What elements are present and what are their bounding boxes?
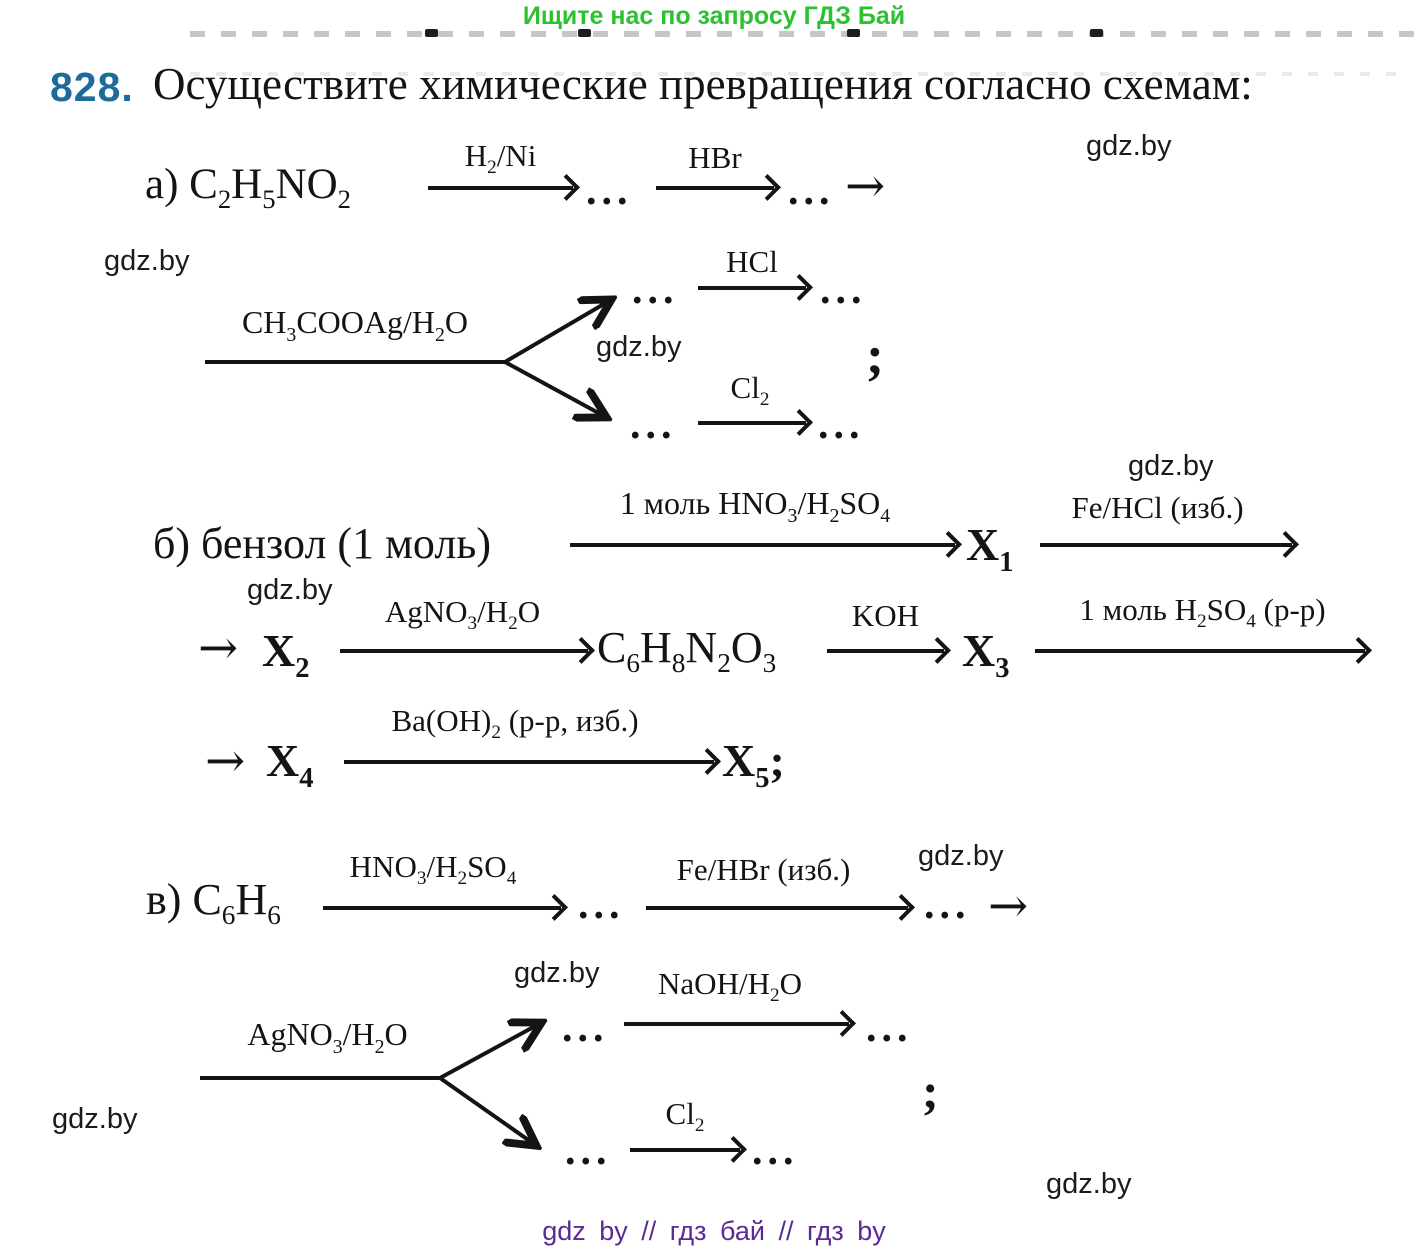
scheme-a-branch-top-arrow xyxy=(698,286,806,290)
scheme-b-start: б) бензол (1 моль) xyxy=(153,518,491,569)
problem-number: 828. xyxy=(50,64,134,110)
scan-artifact-mark xyxy=(1090,29,1103,37)
scheme-v-step2-arrow xyxy=(646,906,908,910)
scheme-a-step1-reagent: H2/Ni xyxy=(464,138,537,179)
scheme-a-branch-bottom-arrow xyxy=(698,421,806,425)
scheme-b-step4-reagent: KOH xyxy=(851,598,920,633)
scheme-a-branch-bottom-reagent: Cl2 xyxy=(730,370,770,411)
scheme-b-step6-arrow xyxy=(344,760,714,764)
scheme-v-branch-bottom-blank-1: ... xyxy=(565,1128,612,1174)
scheme-a-step1-arrow xyxy=(428,186,573,190)
footer-search-tags: gdz by // гдз бай // гдз by xyxy=(542,1216,886,1246)
watermark: gdz.by xyxy=(247,574,333,606)
watermark: gdz.by xyxy=(514,957,600,989)
scheme-v-step1-arrow xyxy=(323,906,561,910)
scheme-b-start-text: бензол (1 моль) xyxy=(201,519,492,568)
scheme-b-step3-arrow xyxy=(340,649,588,653)
scheme-v-step1-reagent: HNO3/H2SO4 xyxy=(349,849,517,890)
scheme-v-start-formula: C6H6 xyxy=(192,875,281,931)
watermark: gdz.by xyxy=(1128,450,1214,482)
watermark: gdz.by xyxy=(104,245,190,277)
watermark: gdz.by xyxy=(52,1103,138,1135)
scheme-a-step2-arrow xyxy=(656,186,774,190)
scheme-a-start: а) C2H5NO2 xyxy=(145,160,351,215)
scheme-b-intermediate: C6H8N2O3 xyxy=(597,623,777,679)
watermark: gdz.by xyxy=(596,331,682,363)
scheme-b-x4: X4 xyxy=(266,735,314,794)
watermark: gdz.by xyxy=(1086,130,1172,162)
scheme-v-start: в) C6H6 xyxy=(146,874,281,931)
scheme-b-x2: X2 xyxy=(262,625,310,684)
scheme-v-continuation-arrow: → xyxy=(988,878,1029,934)
scheme-a-branch-bottom-blank-2: ... xyxy=(818,402,865,448)
scheme-b-step1-reagent: 1 моль HNO3/H2SO4 xyxy=(619,485,891,527)
scheme-v-branch-bottom-reagent: Cl2 xyxy=(665,1096,705,1137)
scan-artifact-strip xyxy=(190,31,1420,37)
scheme-a-branch-top-blank-2: ... xyxy=(820,267,867,313)
scheme-a-branch-bottom-blank-1: ... xyxy=(630,402,677,448)
scheme-b-x1: X1 xyxy=(966,519,1014,578)
scheme-a-blank-2: ... xyxy=(788,168,835,214)
scheme-a-step2-reagent: HBr xyxy=(688,140,742,175)
scheme-v-semicolon: ; xyxy=(922,1063,939,1119)
scheme-v-branch-top-arrow xyxy=(624,1022,849,1026)
scheme-b-row3-continuation-arrow: → xyxy=(205,733,246,789)
promo-banner: Ищите нас по запросу ГДЗ Бай xyxy=(522,2,906,30)
scheme-a-start-formula: C2H5NO2 xyxy=(189,161,351,215)
scheme-b-row2-continuation-arrow: → xyxy=(198,620,239,676)
scheme-a-branch-reagent: CH3COOAg/H2O xyxy=(241,304,469,346)
scheme-b-step5-arrow xyxy=(1035,649,1365,653)
scheme-a-branch-top-reagent: HCl xyxy=(726,244,778,279)
scheme-a-fork-arrows xyxy=(205,283,633,433)
scheme-v-blank-1: ... xyxy=(578,882,625,928)
scheme-a-semicolon: ; xyxy=(866,325,884,385)
scheme-v-part-label: в) xyxy=(146,875,182,924)
scheme-b-step4-arrow xyxy=(827,649,944,653)
problem-title: Осуществите химические превращения согла… xyxy=(153,59,1253,109)
scheme-b-part-label: б) xyxy=(153,519,191,568)
watermark: gdz.by xyxy=(918,840,1004,872)
scheme-b-step2-arrow xyxy=(1040,543,1292,547)
scheme-v-branch-bottom-blank-2: ... xyxy=(752,1128,799,1174)
scheme-b-x3: X3 xyxy=(962,625,1010,684)
scheme-a-branch-top-blank-1: ... xyxy=(632,267,679,313)
watermark: gdz.by xyxy=(1046,1168,1132,1200)
scan-artifact-strip-faint xyxy=(190,72,1410,76)
scheme-v-step2-reagent: Fe/HBr (изб.) xyxy=(676,852,851,887)
scheme-a-part-label: а) xyxy=(145,161,179,208)
scheme-b-step2-reagent: Fe/HCl (изб.) xyxy=(1071,490,1244,525)
scheme-v-branch-top-reagent: NaOH/H2O xyxy=(658,966,802,1007)
scheme-b-step3-reagent: AgNO3/H2O xyxy=(384,594,541,635)
scan-artifact-mark xyxy=(425,29,438,37)
scheme-v-branch-top-blank-2: ... xyxy=(866,1005,913,1051)
scheme-b-step1-arrow xyxy=(570,543,955,547)
scheme-v-fork-arrows xyxy=(200,1005,558,1160)
scheme-b-x5: X5; xyxy=(722,735,785,794)
scheme-v-branch-bottom-arrow xyxy=(630,1148,740,1152)
scheme-a-blank-1: ... xyxy=(586,168,633,214)
scan-artifact-mark xyxy=(578,29,591,37)
scheme-v-branch-reagent: AgNO3/H2O xyxy=(247,1016,408,1058)
scheme-b-step5-reagent: 1 моль H2SO4 (р-р) xyxy=(1079,592,1326,633)
scheme-a-continuation-arrow: → xyxy=(845,158,886,214)
scheme-v-branch-top-blank-1: ... xyxy=(562,1005,609,1051)
scheme-b-step6-reagent: Ba(OH)2 (р-р, изб.) xyxy=(391,703,639,744)
scheme-v-blank-2: ... xyxy=(924,882,971,928)
scan-artifact-mark xyxy=(847,29,860,37)
